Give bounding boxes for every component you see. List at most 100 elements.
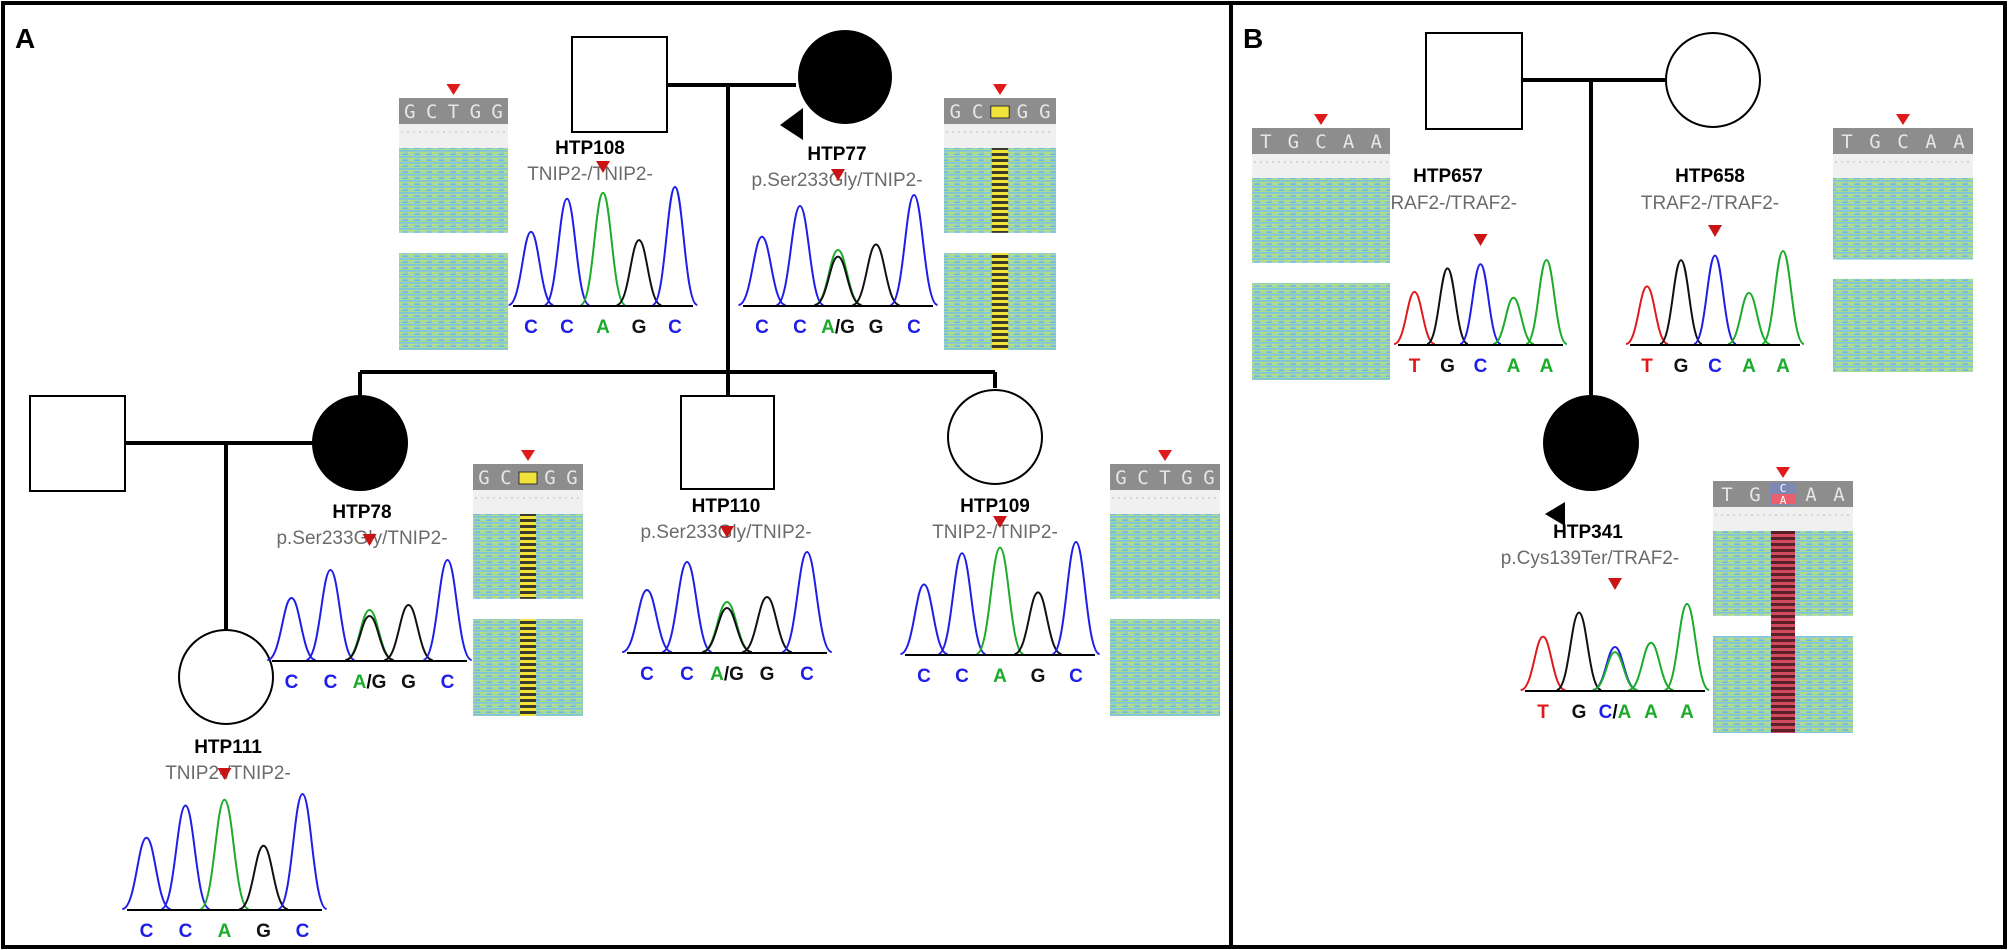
base-call-label: C xyxy=(800,664,814,685)
igv-ref-base: T xyxy=(1260,131,1271,153)
htp111-id: HTP111 xyxy=(194,737,262,758)
base-call-label: A xyxy=(1680,702,1694,723)
base-call-label: C xyxy=(140,921,154,942)
igv-read-block xyxy=(1833,178,1973,260)
chromatogram-peak xyxy=(266,596,317,661)
chromatogram-peak xyxy=(1664,602,1710,691)
base-call-label: A/G xyxy=(821,317,855,338)
base-call-label: G xyxy=(760,664,775,685)
igv-ref-base: T xyxy=(1159,467,1170,489)
igv-alt-base: A xyxy=(1780,494,1787,507)
proband-arrow-icon xyxy=(1545,502,1565,526)
chromatogram-peak xyxy=(305,568,356,661)
base-call-label: C xyxy=(441,672,455,693)
igv-ref-base: T xyxy=(448,101,459,123)
htp111-symbol xyxy=(178,629,274,725)
igv-ref-base: G xyxy=(1039,101,1050,123)
igv-reference-bar xyxy=(1252,128,1390,154)
igv-ref-base: C xyxy=(1780,482,1787,495)
igv-ref-base: A xyxy=(1925,131,1937,153)
variant-marker-icon xyxy=(1776,467,1790,478)
base-call-label: C xyxy=(955,666,969,687)
variant-marker-icon xyxy=(1314,114,1328,125)
base-call-label: G xyxy=(1440,356,1455,377)
base-call-label: C xyxy=(560,317,574,338)
variant-marker-icon xyxy=(1158,450,1172,461)
base-call-label: C xyxy=(179,921,193,942)
chromatogram-peak xyxy=(160,804,211,910)
variant-marker-icon xyxy=(217,768,232,780)
chromatogram-peak xyxy=(616,239,662,306)
variant-marker-icon xyxy=(1708,225,1722,237)
chromatogram-peak xyxy=(1556,611,1602,691)
base-call-label: G xyxy=(1031,666,1046,687)
igv-coverage-track xyxy=(944,124,1056,148)
chromatogram-peak xyxy=(1592,645,1638,691)
igv-ref-base: G xyxy=(404,101,415,123)
base-call-label: C xyxy=(668,317,682,338)
chromatogram-peak xyxy=(1051,540,1101,655)
igv-read-block xyxy=(1110,514,1220,599)
chromatogram-peak xyxy=(121,836,172,910)
chromatogram-peak xyxy=(1761,249,1805,345)
base-call-label: T xyxy=(1537,702,1549,723)
htp110-symbol xyxy=(680,395,775,490)
igv-variant-column xyxy=(520,619,536,716)
chromatogram-peak xyxy=(975,546,1025,655)
igv-ref-base: G xyxy=(544,467,555,489)
chromatogram-peak xyxy=(814,248,862,306)
chromatogram-peak xyxy=(1459,263,1502,345)
igv-ref-base: G xyxy=(470,101,481,123)
variant-marker-icon xyxy=(831,169,845,181)
igv-ref-base: G xyxy=(1115,467,1126,489)
chromatogram-peak xyxy=(1014,591,1062,655)
pedigree-b-lines xyxy=(1522,78,1666,395)
base-call-label: T xyxy=(1641,356,1653,377)
spouse-htp78-symbol xyxy=(29,395,126,492)
igv-variant-highlight xyxy=(1771,494,1795,504)
base-call-label: C xyxy=(640,664,654,685)
chromatogram-peak xyxy=(1592,651,1638,691)
base-call-label: A xyxy=(596,317,610,338)
base-call-label: A xyxy=(1776,356,1790,377)
htp77-genotype: p.Ser233Gly/TNIP2- xyxy=(751,170,922,191)
igv-ref-base: A xyxy=(1805,484,1817,506)
base-call-label: C xyxy=(1708,356,1722,377)
igv-ref-base: G xyxy=(478,467,489,489)
chromatogram-peak xyxy=(1693,254,1737,345)
chromatogram-peak xyxy=(1727,291,1771,345)
chromatogram-peak xyxy=(1426,267,1469,345)
htp109-id: HTP109 xyxy=(960,496,1030,517)
panel-a-label: A xyxy=(15,23,35,54)
htp658-genotype: TRAF2-/TRAF2- xyxy=(1641,193,1779,214)
igv-reference-bar xyxy=(1833,128,1973,154)
igv-ref-base: C xyxy=(1897,131,1908,153)
igv-read-block xyxy=(1252,178,1390,263)
igv-ref-base: G xyxy=(491,101,502,123)
base-call-label: C xyxy=(680,664,694,685)
htp78-genotype: p.Ser233Gly/TNIP2- xyxy=(276,528,447,549)
chromatogram-peak xyxy=(277,792,328,910)
base-call-label: G xyxy=(1674,356,1689,377)
htp341-id: HTP341 xyxy=(1553,522,1623,543)
igv-read-block xyxy=(1252,283,1390,380)
base-call-label: A/G xyxy=(353,672,387,693)
chromatogram-peak xyxy=(579,191,627,306)
base-call-label: C xyxy=(755,317,769,338)
chromatogram-peak xyxy=(738,235,786,306)
chromatogram-peak xyxy=(814,255,862,306)
htp657-genotype: TRAF2-/TRAF2- xyxy=(1379,193,1517,214)
chromatogram-peak xyxy=(701,600,753,653)
igv-variant-column xyxy=(991,148,1009,233)
igv-variant-column xyxy=(1771,531,1795,733)
chromatogram-peak xyxy=(852,243,900,306)
igv-variant-highlight xyxy=(990,105,1010,119)
